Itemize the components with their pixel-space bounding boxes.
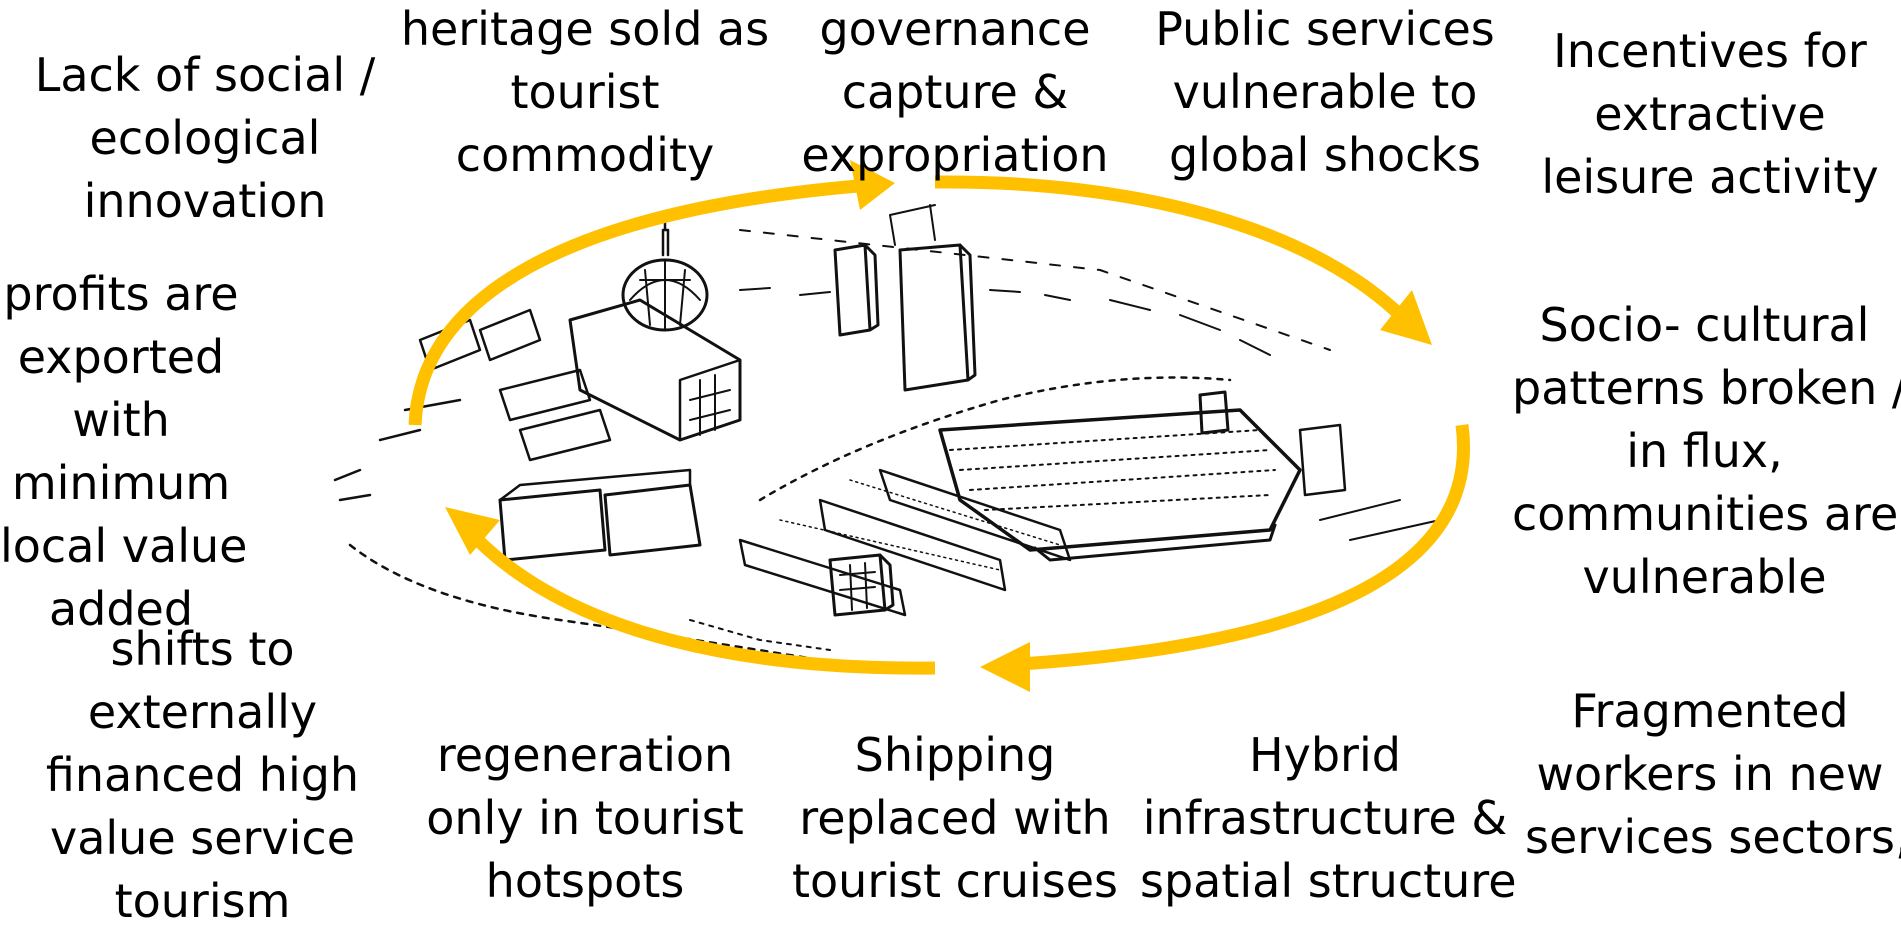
label-line: vulnerable to xyxy=(1172,65,1478,119)
label-line: capture & xyxy=(841,65,1069,119)
label-line: Socio- cultural xyxy=(1539,298,1870,352)
label-profits-exported: profits are exported with minimum local … xyxy=(0,263,248,641)
label-service-tourism-shift: shifts to externally financed high value… xyxy=(20,618,385,933)
label-hybrid-infrastructure: Hybrid infrastructure & spatial structur… xyxy=(1140,724,1517,913)
label-line: minimum xyxy=(11,456,231,510)
label-fragmented-workers: Fragmented workers in new services secto… xyxy=(1525,680,1901,869)
label-line: patterns broken / xyxy=(1512,361,1901,415)
label-line: tourist cruises xyxy=(791,854,1119,908)
label-line: externally xyxy=(87,685,318,739)
label-line: Public services xyxy=(1155,2,1495,56)
label-line: with xyxy=(72,393,170,447)
label-line: leisure activity xyxy=(1541,150,1879,204)
label-extractive-incentives: Incentives for extractive leisure activi… xyxy=(1525,20,1895,209)
label-regeneration-hotspots: regeneration only in tourist hotspots xyxy=(400,724,770,913)
label-line: commodity xyxy=(455,128,715,182)
label-line: ecological xyxy=(89,111,321,165)
label-line: shifts to xyxy=(110,622,295,676)
label-line: profits are xyxy=(3,267,239,321)
label-line: value service xyxy=(49,811,356,865)
label-line: heritage sold as xyxy=(400,2,770,56)
label-line: in flux, xyxy=(1626,424,1783,478)
label-line: exported xyxy=(17,330,225,384)
label-line: workers in new xyxy=(1536,747,1884,801)
label-lack-of-innovation: Lack of social / ecological innovation xyxy=(20,44,390,233)
label-line: Shipping xyxy=(854,728,1056,782)
label-line: global shocks xyxy=(1168,128,1482,182)
label-line: Lack of social / xyxy=(34,48,376,102)
label-socio-cultural: Socio- cultural patterns broken / in flu… xyxy=(1512,294,1901,609)
label-line: vulnerable xyxy=(1582,550,1827,604)
label-line: communities are xyxy=(1512,487,1899,541)
label-line: tourism xyxy=(114,874,291,928)
label-line: Incentives for xyxy=(1553,24,1867,78)
label-line: Hybrid xyxy=(1249,728,1401,782)
label-line: infrastructure & xyxy=(1142,791,1508,845)
label-line: financed high xyxy=(45,748,360,802)
label-line: innovation xyxy=(83,174,327,228)
label-line: hotspots xyxy=(485,854,685,908)
label-line: local value xyxy=(0,519,248,573)
label-line: only in tourist xyxy=(426,791,744,845)
label-line: regeneration xyxy=(436,728,734,782)
label-heritage-commodity: heritage sold as tourist commodity xyxy=(400,0,770,187)
label-governance-capture: governance capture & expropriation xyxy=(770,0,1140,187)
label-public-services: Public services vulnerable to global sho… xyxy=(1140,0,1510,187)
label-line: expropriation xyxy=(801,128,1109,182)
label-shipping-cruises: Shipping replaced with tourist cruises xyxy=(770,724,1140,913)
label-line: spatial structure xyxy=(1140,854,1517,908)
label-line: replaced with xyxy=(799,791,1111,845)
label-line: Fragmented xyxy=(1571,684,1849,738)
label-line: services sectors, xyxy=(1525,810,1901,864)
label-line: tourist xyxy=(510,65,660,119)
label-line: governance xyxy=(819,2,1091,56)
label-line: added xyxy=(48,582,194,636)
label-line: extractive xyxy=(1594,87,1826,141)
